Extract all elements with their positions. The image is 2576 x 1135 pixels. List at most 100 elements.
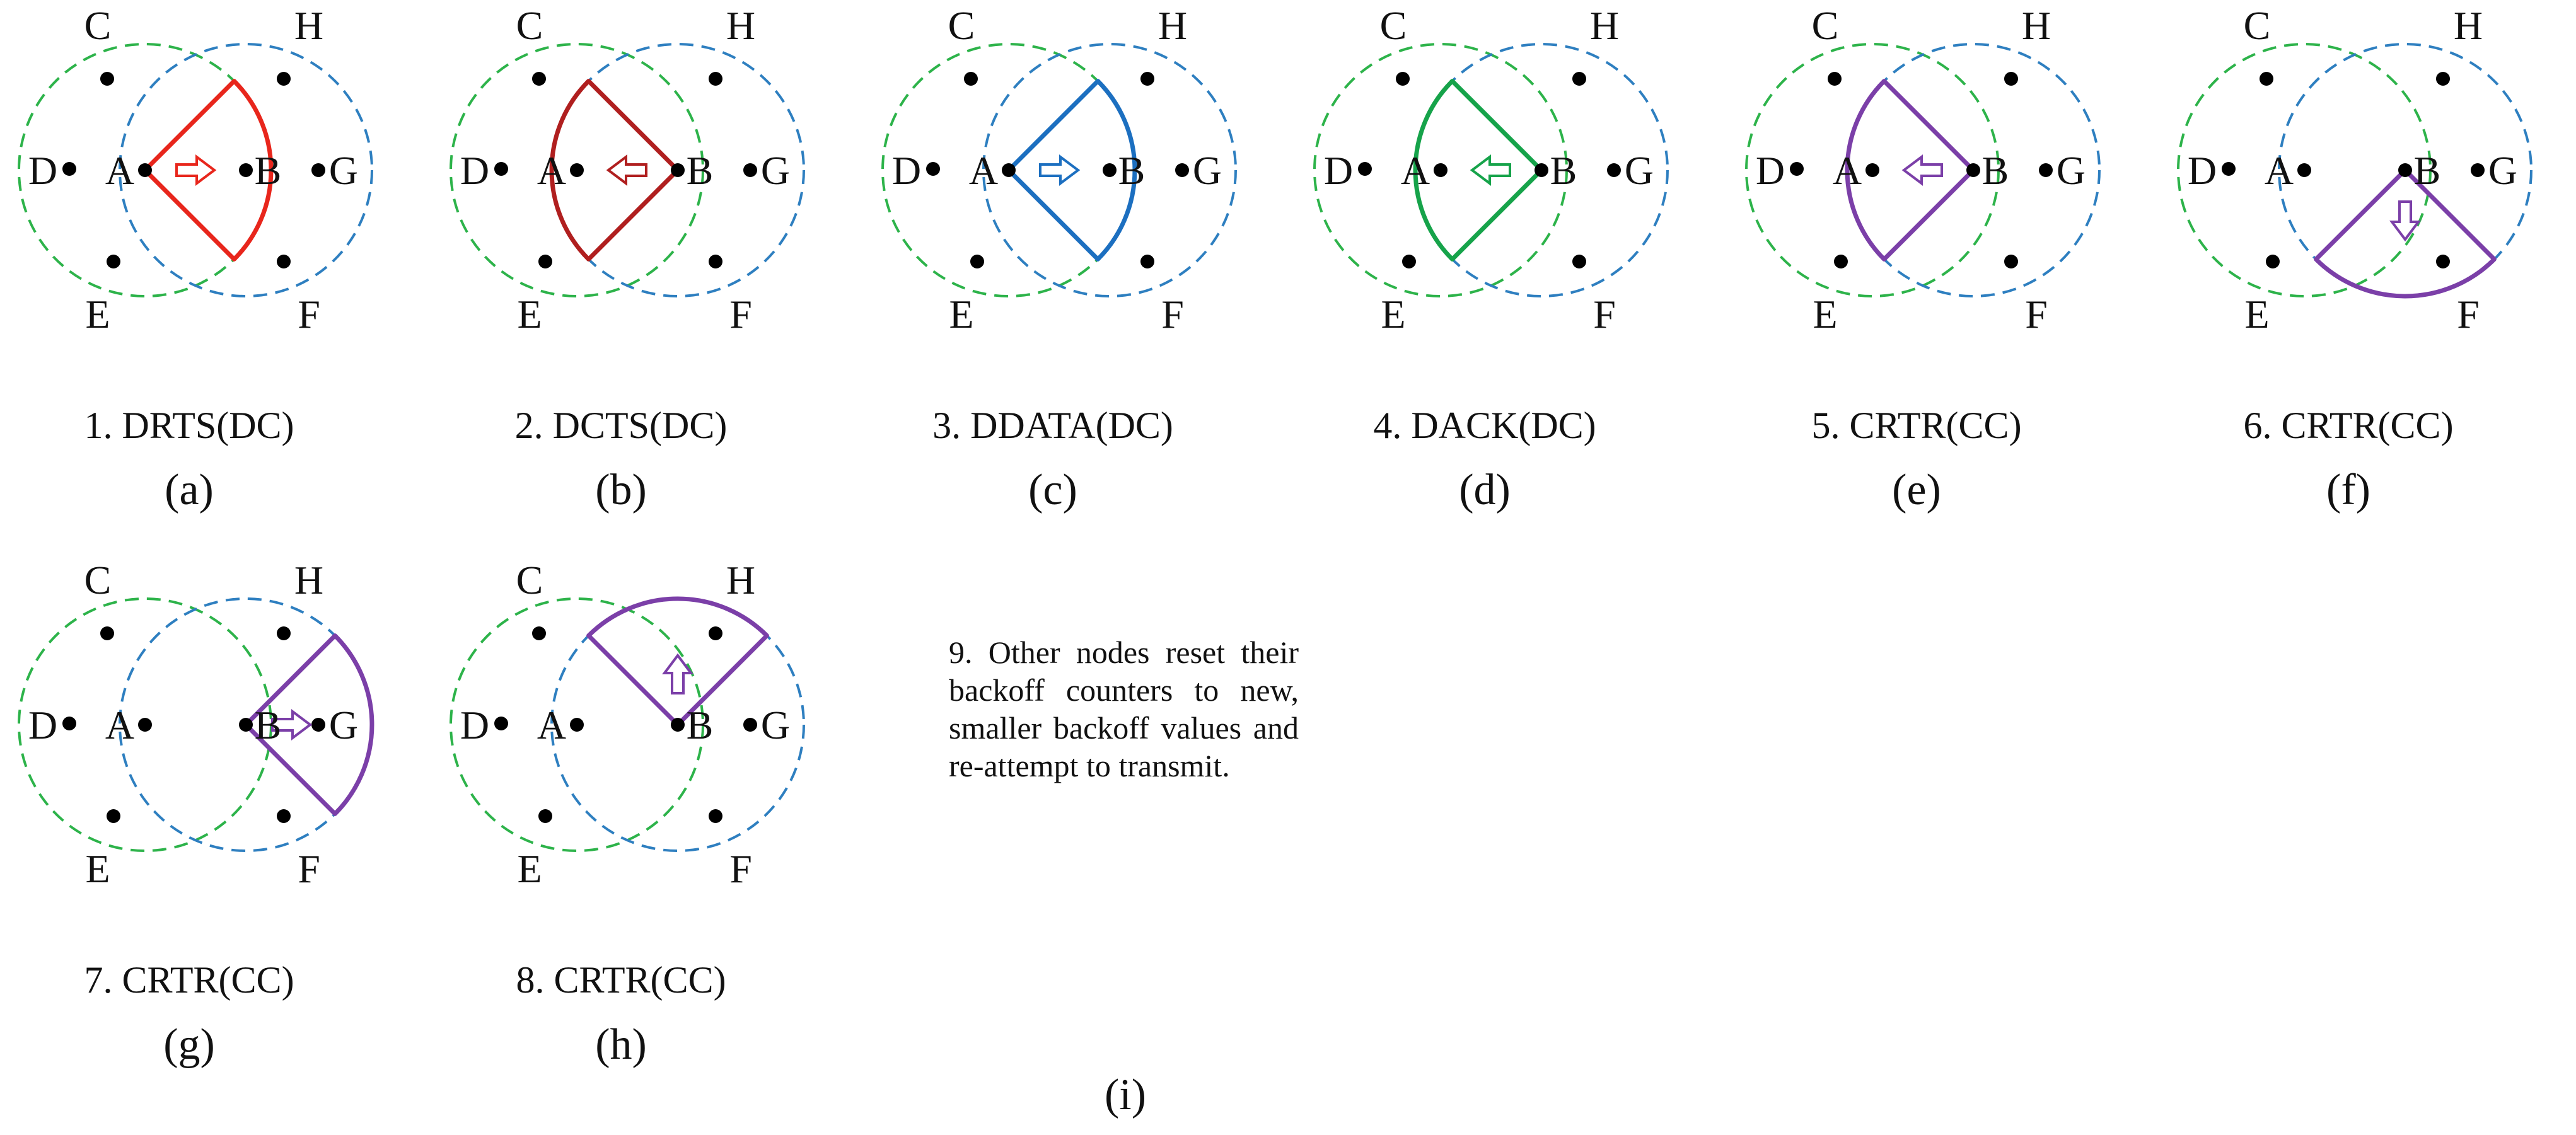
node-dot-h [1140, 72, 1154, 86]
node-dot-d [62, 162, 76, 176]
node-label-e: E [1381, 292, 1405, 337]
node-label-g: G [1193, 148, 1222, 193]
node-dot-a [570, 163, 584, 177]
node-label-d: D [460, 703, 489, 747]
range-circle-b [119, 43, 373, 297]
panel-sublabel: (c) [1028, 466, 1077, 514]
node-label-h: H [726, 3, 755, 48]
panel-caption: 6. CRTR(CC) [2243, 405, 2453, 446]
node-dot-c [100, 626, 114, 640]
panel-sublabel-i: (i) [1105, 1071, 1146, 1119]
node-dot-c [2260, 72, 2273, 86]
panel-caption: 2. DCTS(DC) [515, 405, 728, 446]
node-dot-g [311, 718, 325, 732]
node-dot-b [671, 163, 685, 177]
transmission-sector [586, 596, 769, 727]
node-label-f: F [2025, 292, 2048, 337]
node-dot-a [2297, 163, 2311, 177]
node-dot-f [709, 809, 722, 823]
node-label-b: B [2414, 148, 2441, 193]
node-dot-h [2436, 72, 2450, 86]
node-dot-f [2004, 255, 2018, 268]
node-label-f: F [298, 846, 320, 891]
range-circle-a [2177, 43, 2432, 297]
node-dot-e [107, 809, 120, 823]
node-label-f: F [729, 846, 752, 891]
node-dot-g [1175, 163, 1189, 177]
node-label-d: D [892, 148, 921, 193]
node-label-f: F [298, 292, 320, 337]
node-dot-f [709, 255, 722, 268]
node-label-c: C [2244, 3, 2271, 48]
node-dot-c [532, 72, 546, 86]
node-label-h: H [2022, 3, 2051, 48]
node-dot-h [277, 626, 291, 640]
node-label-b: B [255, 703, 282, 747]
panel-sublabel: (a) [165, 466, 214, 514]
range-circle-a [450, 43, 704, 297]
node-label-g: G [761, 148, 790, 193]
node-label-d: D [28, 703, 57, 747]
node-label-f: F [2457, 292, 2480, 337]
node-label-c: C [516, 3, 543, 48]
node-label-b: B [1550, 148, 1577, 193]
node-dot-h [709, 72, 722, 86]
transmission-sector [549, 79, 680, 262]
direction-arrow-icon [175, 154, 217, 186]
node-label-c: C [1812, 3, 1839, 48]
node-label-f: F [1593, 292, 1616, 337]
transmission-sector [142, 79, 274, 262]
node-label-e: E [85, 292, 110, 337]
node-dot-g [2039, 163, 2053, 177]
node-dot-f [277, 809, 291, 823]
node-dot-d [62, 717, 76, 730]
direction-arrow-icon [1039, 154, 1081, 186]
node-dot-f [1140, 255, 1154, 268]
direction-arrow-icon [662, 653, 693, 694]
node-dot-b [1535, 163, 1548, 177]
node-label-d: D [1756, 148, 1785, 193]
range-circle-a [1313, 43, 1568, 297]
node-label-f: F [729, 292, 752, 337]
node-dot-c [532, 626, 546, 640]
node-dot-e [1834, 255, 1848, 268]
transmission-sector [243, 633, 374, 816]
range-circle-a [450, 597, 704, 852]
panel-sublabel: (b) [595, 466, 647, 514]
node-dot-e [107, 255, 120, 268]
panel-caption: 8. CRTR(CC) [516, 959, 726, 1001]
transmission-sector [1413, 79, 1544, 262]
node-label-h: H [726, 558, 755, 602]
node-label-b: B [1118, 148, 1146, 193]
range-circle-b [550, 43, 805, 297]
node-dot-b [239, 163, 253, 177]
node-label-c: C [516, 558, 543, 602]
node-dot-d [494, 162, 508, 176]
node-dot-e [538, 255, 552, 268]
node-label-g: G [329, 148, 358, 193]
node-dot-b [671, 718, 685, 732]
node-dot-c [964, 72, 978, 86]
node-label-e: E [2244, 292, 2269, 337]
transmission-sector [2314, 168, 2497, 299]
range-circle-a [1745, 43, 2000, 297]
node-label-e: E [517, 846, 542, 891]
node-dot-b [1103, 163, 1117, 177]
node-dot-f [277, 255, 291, 268]
panel-sublabel: (e) [1892, 466, 1941, 514]
node-label-a: A [537, 703, 566, 747]
panel-sublabel: (f) [2326, 466, 2370, 514]
node-dot-c [1396, 72, 1410, 86]
node-label-d: D [28, 148, 57, 193]
node-dot-c [100, 72, 114, 86]
node-dot-a [1865, 163, 1879, 177]
node-dot-d [2222, 162, 2236, 176]
node-label-g: G [1625, 148, 1654, 193]
panel-sublabel: (d) [1459, 466, 1511, 514]
node-dot-b [2398, 163, 2412, 177]
